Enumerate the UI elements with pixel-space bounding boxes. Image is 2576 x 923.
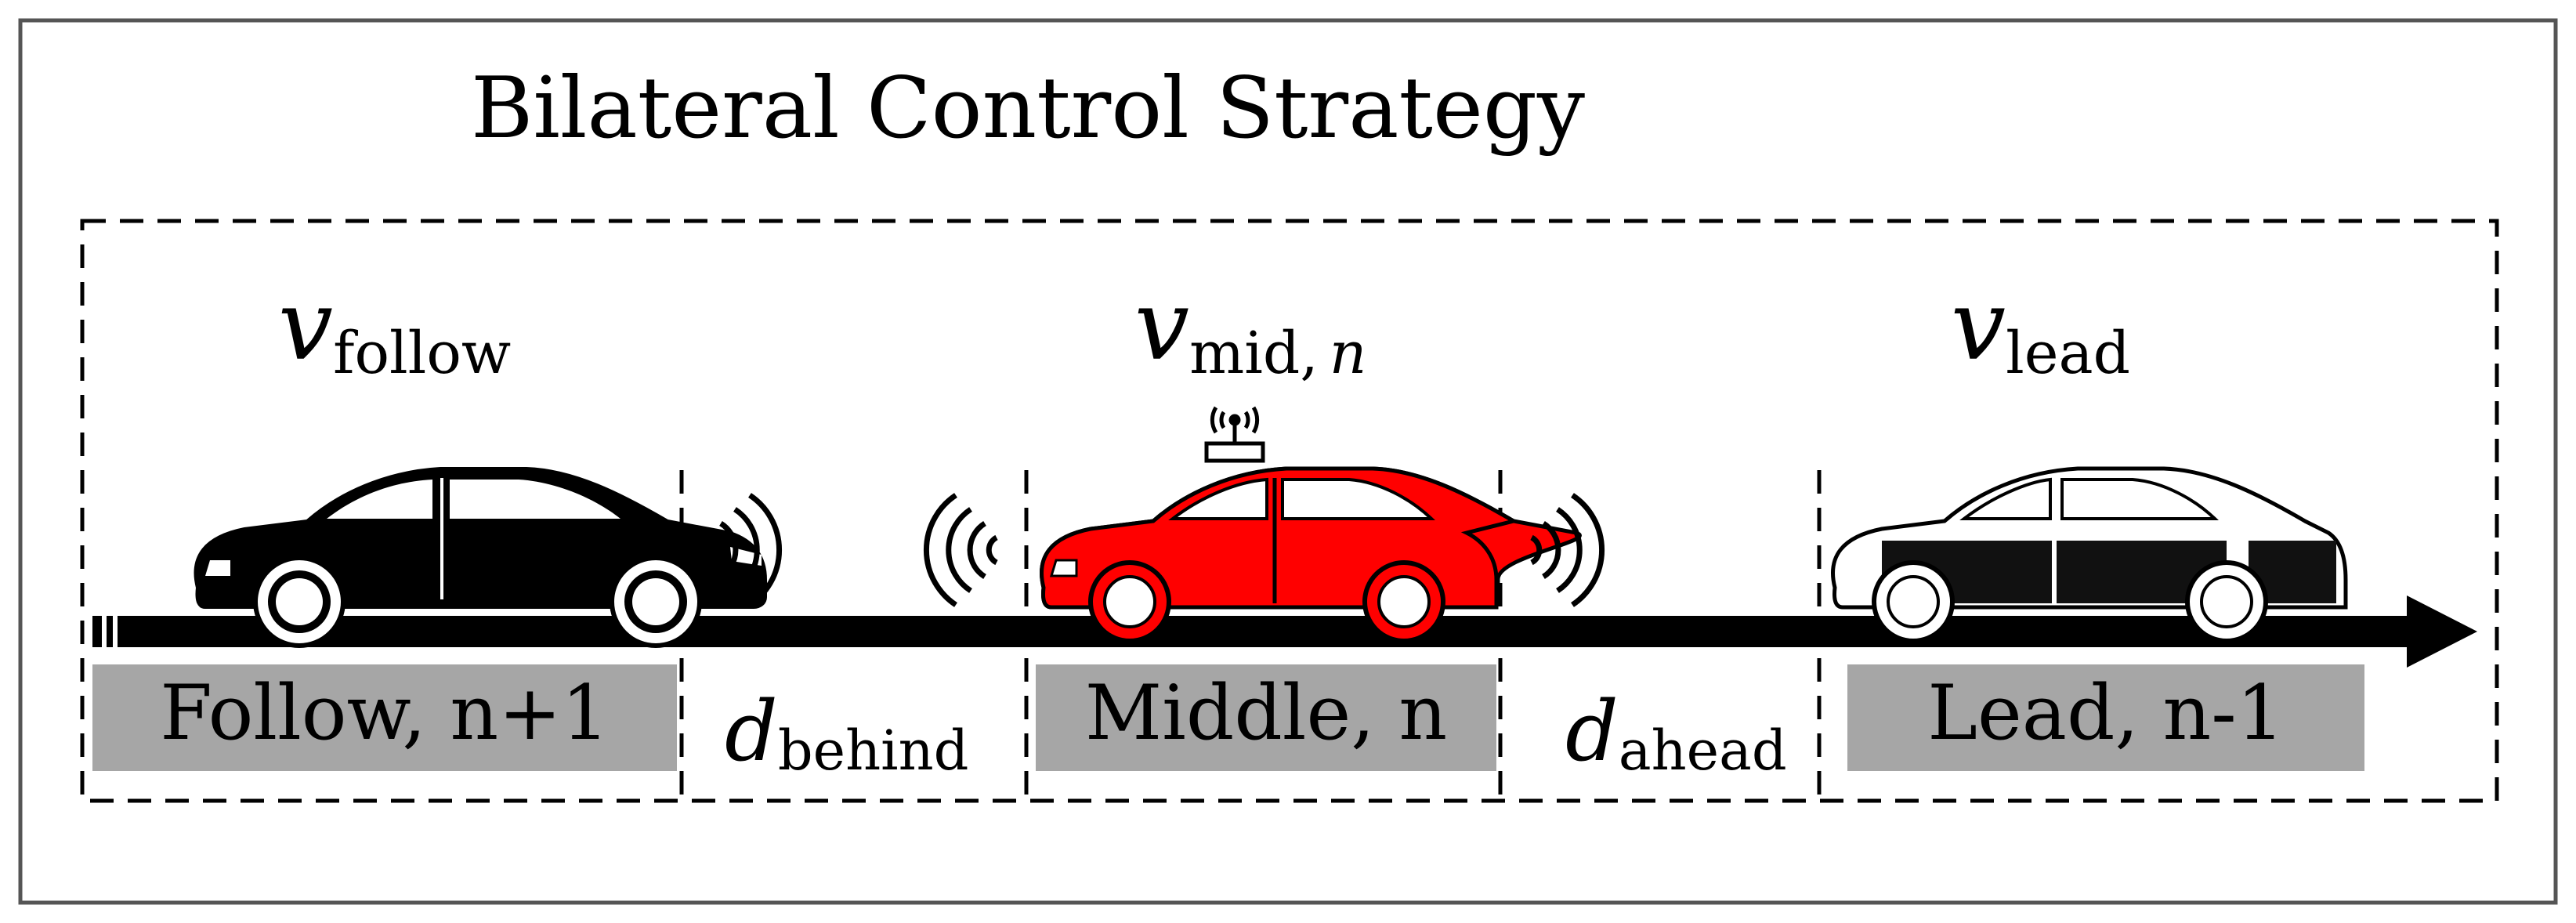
label-box-middle [1036, 664, 1496, 771]
wifi-signal-icon [707, 493, 783, 607]
speed-follow-label: vfollow [278, 270, 511, 387]
outer-frame [18, 18, 2558, 905]
gap-ahead-symbol: d [1565, 683, 1619, 780]
speed-follow-symbol: v [278, 270, 333, 382]
gap-behind-symbol: d [725, 683, 778, 780]
label-middle: Middle, n [1085, 669, 1447, 757]
gap-ahead-subscript: ahead [1619, 718, 1787, 783]
speed-follow-subscript: follow [333, 320, 511, 387]
gap-ahead-label: dahead [1565, 683, 1787, 783]
wifi-signal-icon [1530, 493, 1605, 607]
antenna-icon [1204, 406, 1265, 463]
wifi-signal-icon [923, 493, 998, 607]
gap-behind-subscript: behind [778, 718, 969, 783]
speed-lead-symbol: v [1951, 270, 2006, 382]
vehicle-labels: Follow, n+1 Middle, n Lead, n-1 [92, 664, 2364, 771]
speed-middle-label: vmid,n [1134, 270, 1366, 387]
speed-lead-subscript: lead [2006, 320, 2130, 387]
lead-car-icon [1831, 466, 2348, 643]
speed-middle-subscript: mid, [1189, 320, 1319, 387]
speed-lead-label: vlead [1951, 270, 2130, 387]
label-lead: Lead, n-1 [1927, 669, 2285, 757]
dashed-outer-region [80, 219, 2499, 803]
speed-middle-subscript-index: n [1330, 320, 1367, 387]
follow-car-icon [194, 467, 767, 648]
label-box-lead [1847, 664, 2364, 771]
gap-behind-label: dbehind [725, 683, 968, 783]
label-follow: Follow, n+1 [160, 669, 610, 757]
middle-car-icon [1040, 466, 1582, 643]
diagram-title: Bilateral Control Strategy [471, 60, 1585, 157]
label-box-follow [92, 664, 677, 771]
road-arrow-icon [92, 595, 2477, 668]
speed-middle-symbol: v [1134, 270, 1189, 382]
